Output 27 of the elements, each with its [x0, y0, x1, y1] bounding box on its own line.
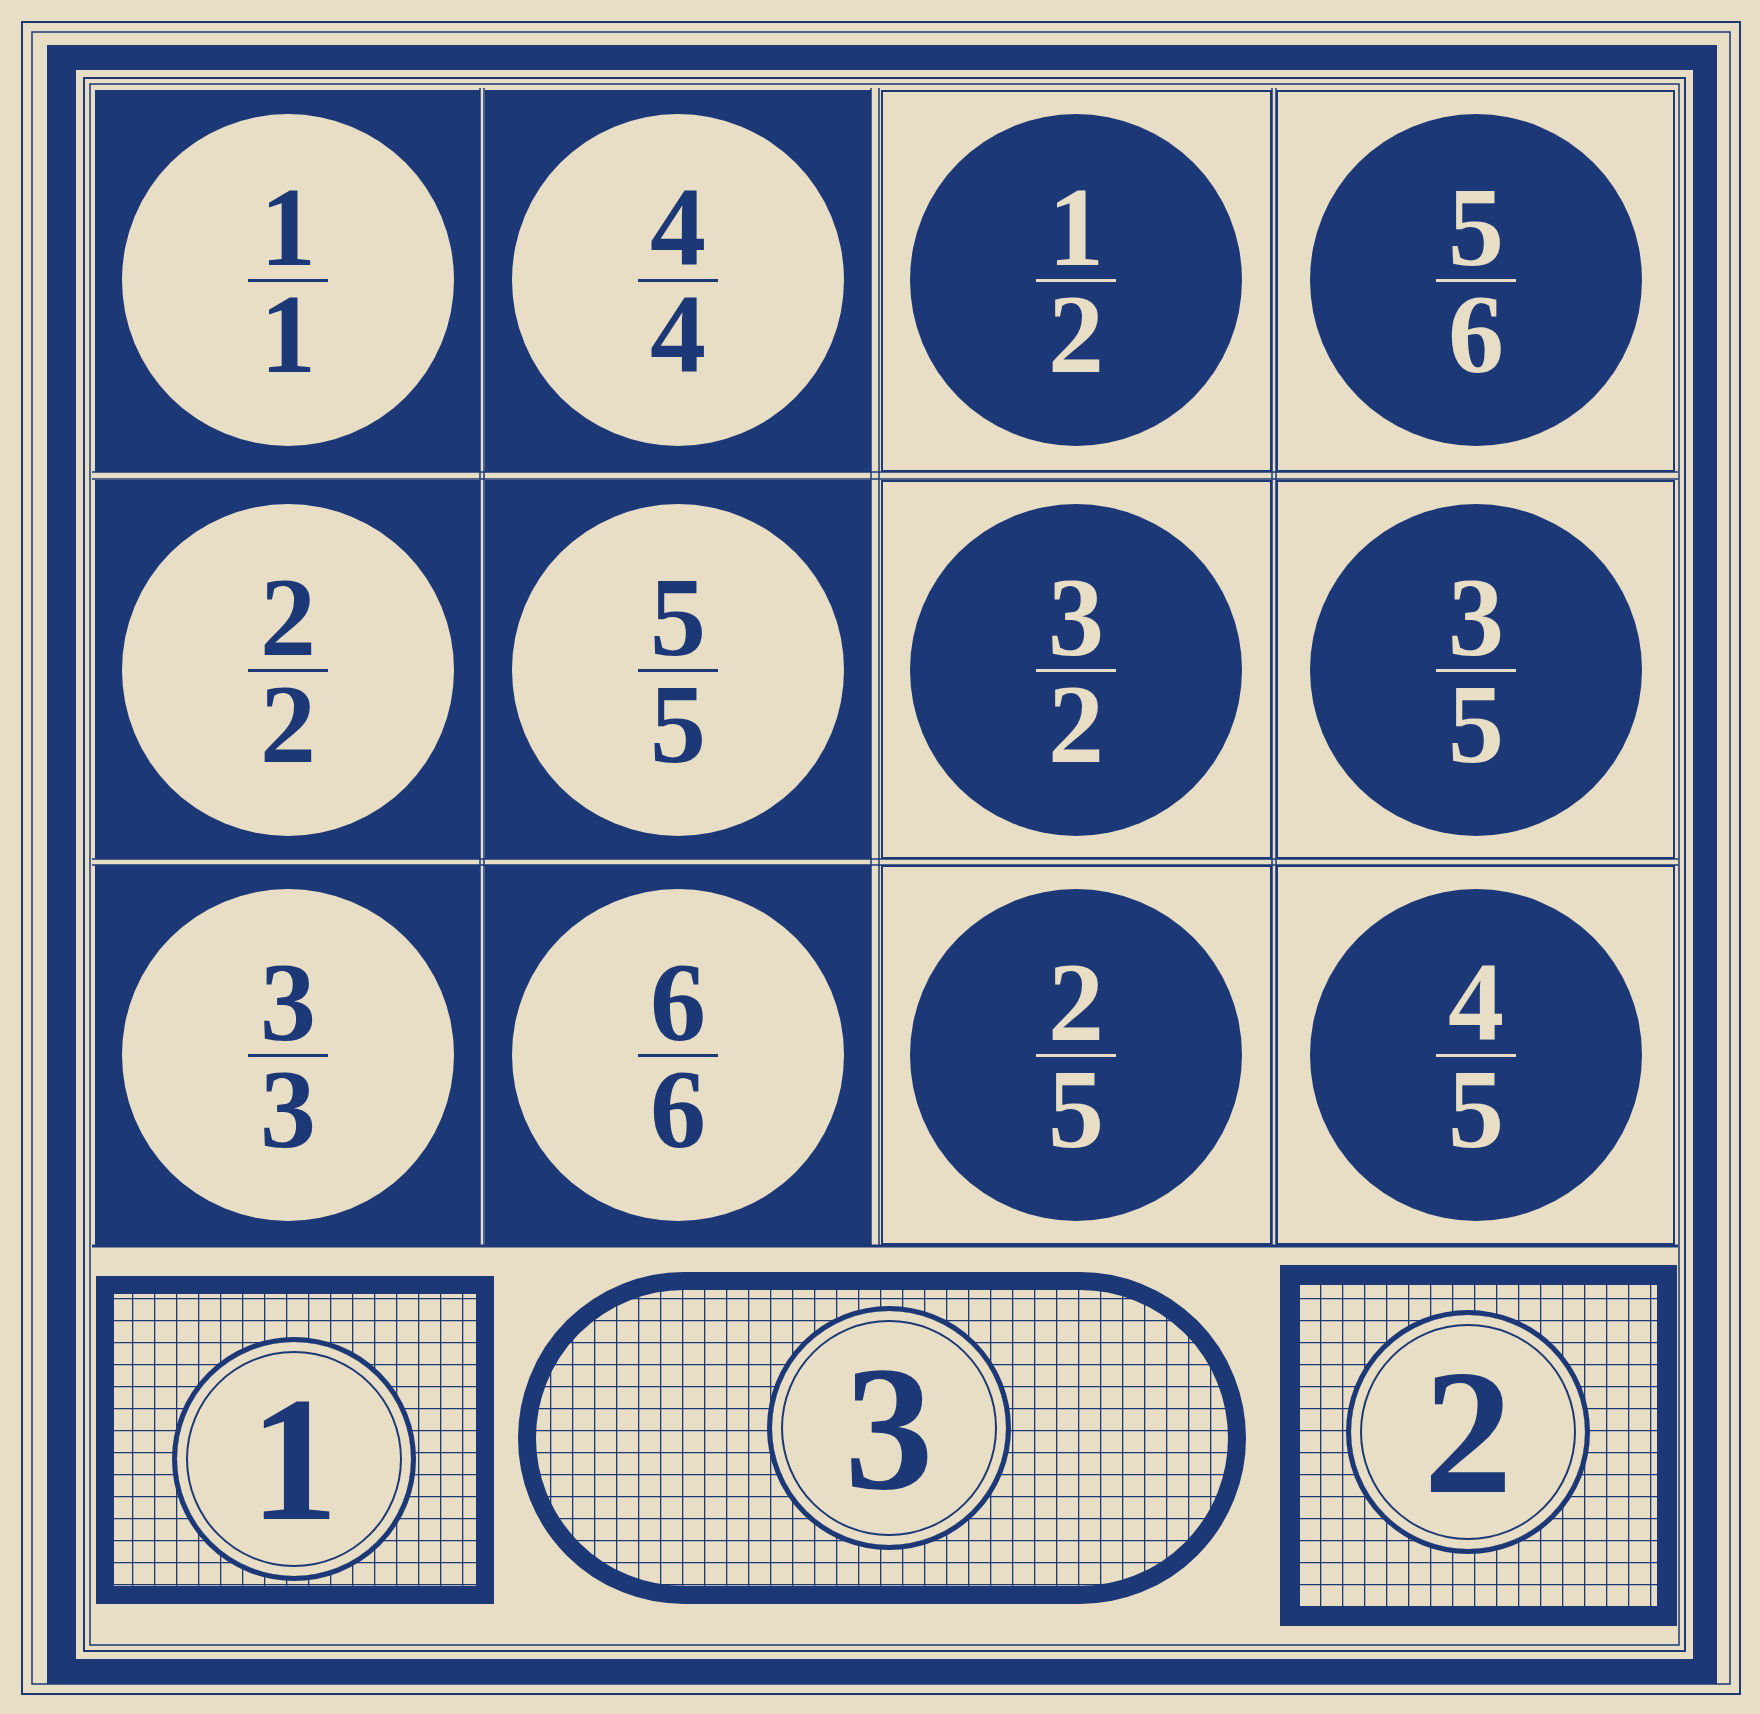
denominator: 2 [1048, 285, 1104, 382]
number: 3 [844, 1343, 934, 1513]
denominator: 5 [1048, 1060, 1104, 1157]
denominator: 4 [650, 285, 706, 382]
denominator: 5 [650, 675, 706, 772]
denominator: 5 [1448, 1060, 1504, 1157]
numerator: 3 [260, 953, 316, 1050]
numerator: 4 [1448, 953, 1504, 1050]
numerator: 3 [1448, 568, 1504, 665]
numerator: 5 [1448, 178, 1504, 275]
numerator: 2 [1048, 953, 1104, 1050]
denominator: 5 [1448, 675, 1504, 772]
number: 2 [1423, 1347, 1513, 1517]
numerator: 1 [260, 178, 316, 275]
denominator: 2 [260, 675, 316, 772]
numerator: 5 [650, 568, 706, 665]
numerator: 2 [260, 568, 316, 665]
denominator: 6 [1448, 285, 1504, 382]
numerator: 3 [1048, 568, 1104, 665]
numerator: 1 [1048, 178, 1104, 275]
number: 1 [249, 1374, 339, 1544]
numerator: 4 [650, 178, 706, 275]
denominator: 2 [1048, 675, 1104, 772]
denominator: 6 [650, 1060, 706, 1157]
denominator: 1 [260, 285, 316, 382]
denominator: 3 [260, 1060, 316, 1157]
numerator: 6 [650, 953, 706, 1050]
